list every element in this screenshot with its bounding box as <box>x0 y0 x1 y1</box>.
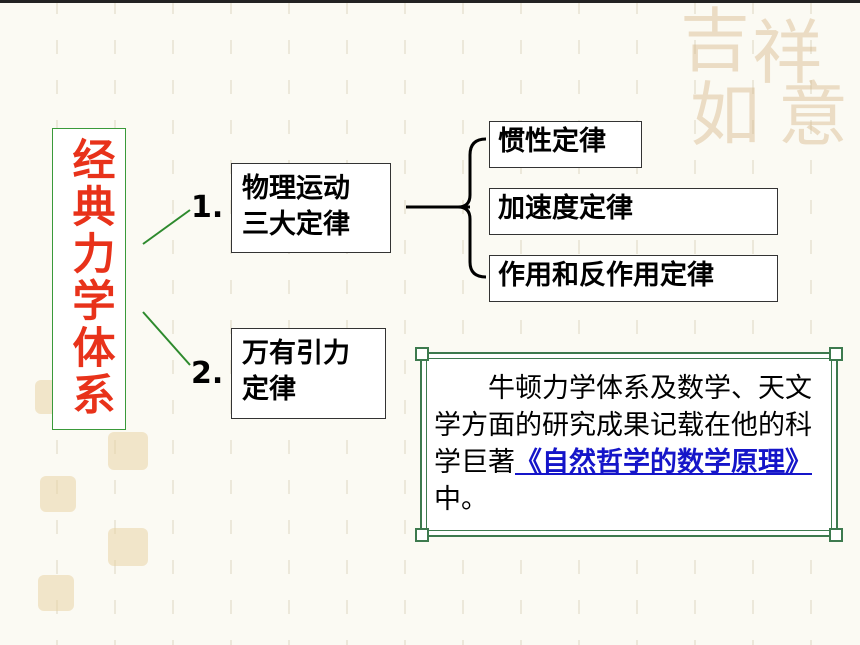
item-2-line-2: 定律 <box>242 374 296 405</box>
note-corner <box>829 347 843 361</box>
sub-item-3: 作用和反作用定律 <box>489 255 778 302</box>
note-corner <box>829 528 843 542</box>
item-box-2: 万有引力 定律 <box>231 328 386 419</box>
note-body: 牛顿力学体系及数学、天文学方面的研究成果记载在他的科学巨著 <box>434 373 812 478</box>
sub-item-1: 惯性定律 <box>489 121 642 168</box>
item-2-line-1: 万有引力 <box>242 338 350 369</box>
top-border <box>0 0 860 3</box>
book-title-link[interactable]: 《自然哲学的数学原理》 <box>515 447 812 478</box>
deco-glyph: 如 <box>690 74 760 156</box>
item-box-1: 物理运动 三大定律 <box>231 163 391 253</box>
item-number-2: 2. <box>191 356 224 391</box>
note-after: 中。 <box>434 484 488 515</box>
sub-item-2: 加速度定律 <box>489 188 778 235</box>
connector-line-1 <box>142 209 191 245</box>
note-box: 牛顿力学体系及数学、天文学方面的研究成果记载在他的科学巨著《自然哲学的数学原理》… <box>415 347 843 542</box>
connector-line-2 <box>142 311 191 366</box>
curly-bracket <box>457 137 487 279</box>
deco-tile <box>108 528 148 566</box>
deco-glyph: 祥 <box>752 12 822 94</box>
deco-glyph: 意 <box>778 74 848 156</box>
note-text: 牛顿力学体系及数学、天文学方面的研究成果记载在他的科学巨著《自然哲学的数学原理》… <box>434 370 826 518</box>
note-corner <box>415 347 429 361</box>
note-corner <box>415 528 429 542</box>
diagram-title: 经典力学体系 <box>65 137 115 419</box>
title-box: 经典力学体系 <box>52 128 126 430</box>
deco-tile <box>108 432 148 470</box>
item-number-1: 1. <box>191 190 224 225</box>
deco-tile <box>38 575 74 611</box>
deco-tile <box>40 476 76 512</box>
deco-glyph: 吉 <box>680 0 750 82</box>
item-1-line-2: 三大定律 <box>242 209 350 240</box>
item-1-line-1: 物理运动 <box>242 173 350 204</box>
